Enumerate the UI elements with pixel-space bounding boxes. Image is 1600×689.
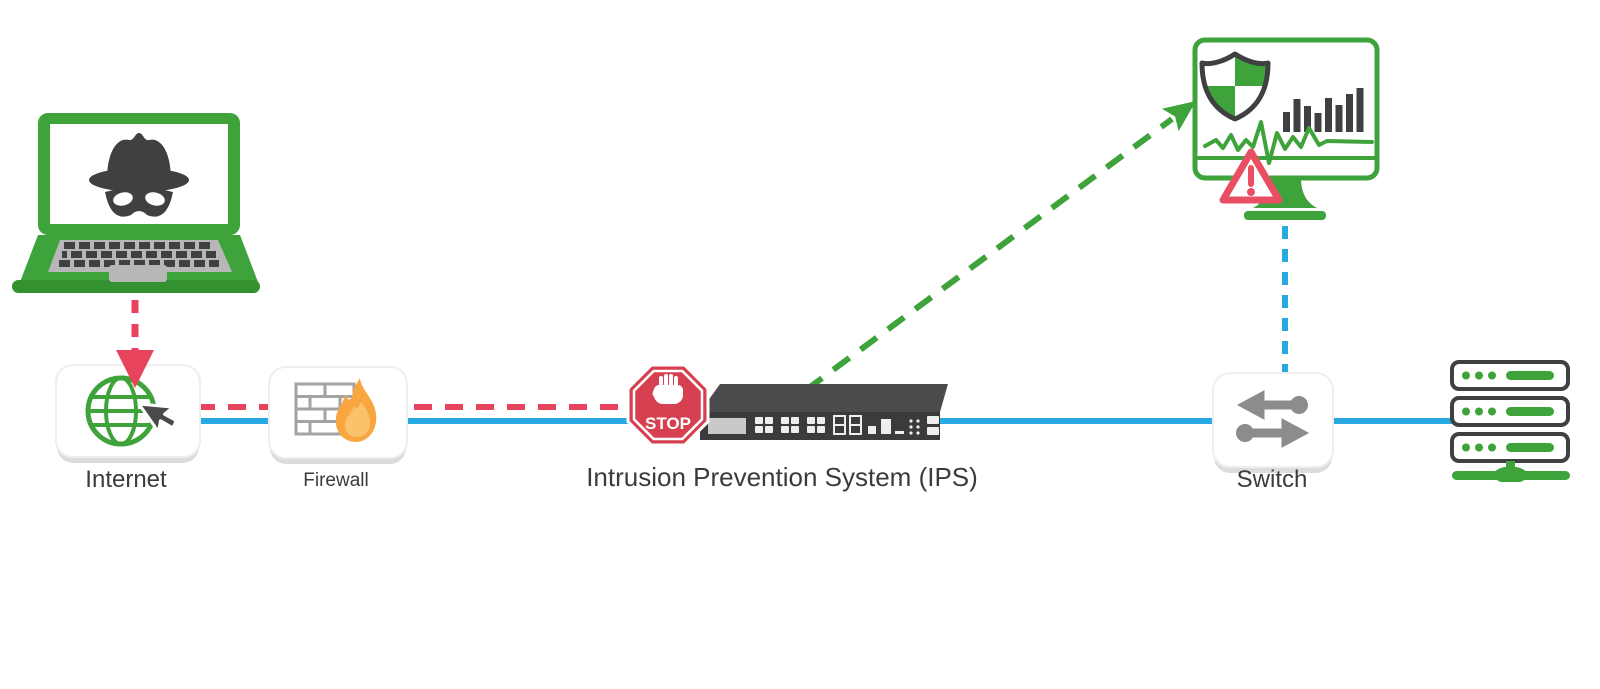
rack-appliance-icon: [700, 384, 948, 440]
internet-label: Internet: [85, 466, 167, 493]
switch-arrows-icon: [1236, 390, 1310, 448]
globe-cursor-icon: [85, 375, 178, 447]
stop-hand-icon: STOP: [626, 363, 710, 447]
warning-triangle-icon: [1219, 148, 1283, 204]
security-monitor-icon: [1192, 37, 1380, 220]
hacker-spy-icon: [89, 133, 189, 217]
alert-dashed-line: [804, 116, 1174, 393]
switch-node: [1212, 372, 1334, 468]
stop-text: STOP: [645, 414, 691, 433]
server-unit: [1450, 360, 1570, 391]
bar-chart-icon: [1283, 88, 1364, 132]
firewall-brick-flame-icon: [294, 378, 377, 442]
activity-line-icon: [1203, 120, 1374, 165]
cursor-icon: [137, 402, 178, 434]
server-unit: [1450, 396, 1570, 427]
hacker-laptop-icon: [12, 113, 260, 293]
firewall-label: Firewall: [303, 470, 369, 491]
shield-check-icon: [1199, 51, 1271, 122]
firewall-node: [268, 366, 408, 459]
switch-label: Switch: [1236, 466, 1308, 493]
internet-node: [55, 364, 201, 458]
ips-label: Intrusion Prevention System (IPS): [586, 462, 978, 492]
server-stack-icon: [1450, 360, 1570, 482]
server-unit: [1450, 432, 1570, 463]
hand-icon: [652, 374, 683, 404]
